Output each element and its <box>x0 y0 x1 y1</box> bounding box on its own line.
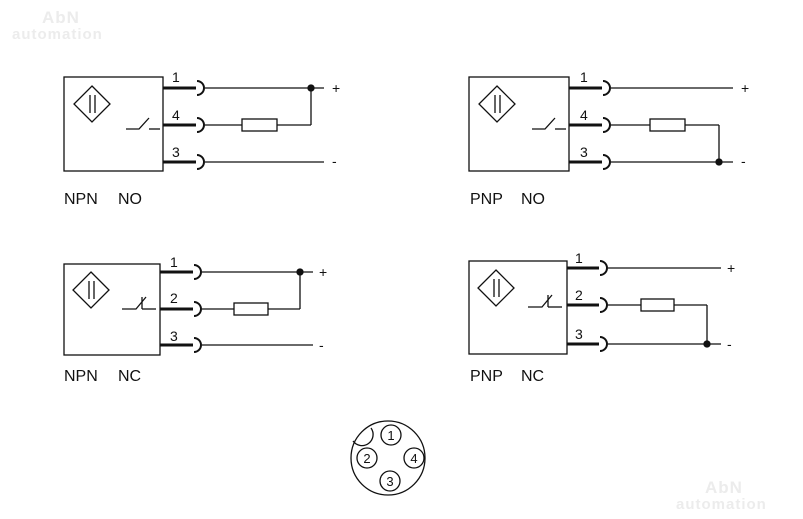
switch-no-icon <box>532 117 556 130</box>
supply-plus: + <box>741 80 749 96</box>
watermark-tag-bottom: automation <box>676 496 767 513</box>
switch-nc-icon <box>122 296 156 310</box>
connector-pin-circle <box>403 447 425 469</box>
load-resistor <box>233 302 269 316</box>
sensor-box <box>468 260 568 355</box>
connector-socket-icon <box>602 154 611 170</box>
connector-pin-circle <box>356 447 378 469</box>
caption-mode: NO <box>118 191 142 208</box>
pin-number: 2 <box>575 287 583 303</box>
sensor-symbol-icon <box>477 269 515 307</box>
pin-number: 1 <box>172 69 180 85</box>
switch-no-icon <box>126 117 150 130</box>
connector-socket-icon <box>602 117 611 133</box>
pin-number: 1 <box>575 250 583 266</box>
connector-key-notch <box>352 427 374 447</box>
switch-nc-icon <box>528 294 562 308</box>
supply-plus: + <box>332 80 340 96</box>
connector-socket-icon <box>196 154 205 170</box>
sensor-symbol-icon <box>478 85 516 123</box>
sensor-symbol-icon <box>72 271 110 309</box>
diagram-npn-no: 1 4 3 + - <box>63 69 340 172</box>
connector-socket-icon <box>599 260 608 276</box>
pin-number: 1 <box>580 69 588 85</box>
pin-number: 1 <box>170 254 178 270</box>
pin-number: 4 <box>580 107 588 123</box>
connector-socket-icon <box>193 264 202 280</box>
caption-type: NPN <box>64 191 98 208</box>
caption-mode: NC <box>118 368 142 385</box>
diagram-pnp-nc: 1 2 3 + - <box>468 250 735 355</box>
connector-socket-icon <box>193 301 202 317</box>
caption-type: NPN <box>64 368 98 385</box>
pin-number: 2 <box>170 290 178 306</box>
connector-pin-label: 2 <box>363 451 370 466</box>
load-resistor <box>640 298 675 312</box>
connector-pin-label: 1 <box>387 428 394 443</box>
supply-minus: - <box>319 337 324 353</box>
connector-pin-label: 3 <box>386 474 393 489</box>
sensor-box <box>63 76 164 172</box>
watermark-brand-top: AbN <box>42 8 80 27</box>
junction-dot <box>296 268 304 276</box>
watermark-tag-top: automation <box>12 26 103 43</box>
pin-number: 3 <box>575 326 583 342</box>
junction-dot <box>307 84 315 92</box>
diagram-npn-nc: 1 2 3 + - <box>63 254 327 356</box>
connector-socket-icon <box>193 337 202 353</box>
sensor-symbol-icon <box>73 85 111 123</box>
watermark-brand-bottom: AbN <box>705 478 743 497</box>
connector-socket-icon <box>602 80 611 96</box>
pin-number: 3 <box>170 328 178 344</box>
connector-pin-circle <box>379 470 401 492</box>
sensor-box <box>468 76 570 172</box>
caption-mode: NO <box>521 191 545 208</box>
load-resistor <box>241 118 278 132</box>
pin-number: 3 <box>172 144 180 160</box>
supply-minus: - <box>727 336 732 352</box>
connector-socket-icon <box>196 80 205 96</box>
supply-plus: + <box>727 260 735 276</box>
connector-socket-icon <box>599 297 608 313</box>
supply-minus: - <box>332 153 337 169</box>
caption-type: PNP <box>470 191 503 208</box>
connector-pin-circle <box>380 424 402 446</box>
pin-number: 4 <box>172 107 180 123</box>
connector-face <box>350 420 426 496</box>
load-resistor <box>649 118 686 132</box>
diagram-pnp-no: 1 4 3 + - <box>468 69 749 172</box>
connector-pin-label: 4 <box>410 451 417 466</box>
supply-minus: - <box>741 153 746 169</box>
caption-type: PNP <box>470 368 503 385</box>
supply-plus: + <box>319 264 327 280</box>
connector-socket-icon <box>196 117 205 133</box>
connector-pinout: 1 2 3 4 <box>350 420 426 496</box>
caption-mode: NC <box>521 368 545 385</box>
connector-socket-icon <box>599 336 608 352</box>
pin-number: 3 <box>580 144 588 160</box>
